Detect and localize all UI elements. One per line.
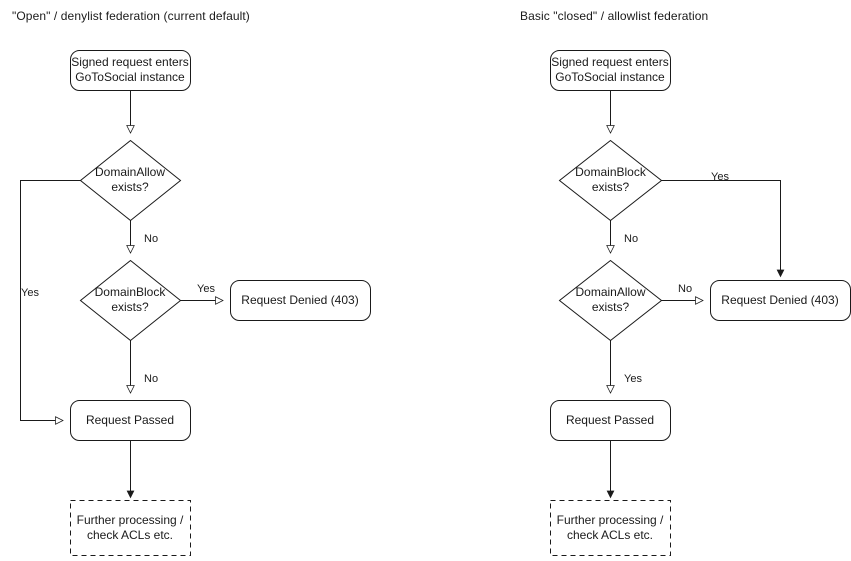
node-entry-left xyxy=(70,50,191,91)
node-decision-domainblock-left xyxy=(79,259,182,342)
node-further-left xyxy=(70,500,191,556)
node-further-right xyxy=(550,500,671,556)
node-decision-domainblock-right xyxy=(558,139,663,222)
edge-label-block-no-left: No xyxy=(144,373,159,385)
edge-label-allow-no-right: No xyxy=(678,283,693,295)
diagram-closed-allowlist xyxy=(550,50,851,556)
edge-block-yes-right xyxy=(661,180,781,277)
edge-label-block-yes-left: Yes xyxy=(197,283,215,295)
edge-label-allow-yes-right: Yes xyxy=(624,373,642,385)
node-denied-left xyxy=(230,280,371,321)
node-decision-domainallow-left xyxy=(79,139,182,222)
edge-label-block-yes-right: Yes xyxy=(711,171,729,183)
node-passed-right xyxy=(550,400,671,441)
node-entry-right xyxy=(550,50,671,91)
node-decision-domainallow-right xyxy=(558,259,663,342)
diagram-title-closed-allowlist: Basic "closed" / allowlist federation xyxy=(520,9,709,23)
edge-allow-yes-loop xyxy=(20,180,81,421)
edge-label-block-no-right: No xyxy=(624,233,639,245)
edge-label-allow-no-left: No xyxy=(144,233,159,245)
diagram-title-open-denylist: "Open" / denylist federation (current de… xyxy=(12,9,250,23)
node-denied-right xyxy=(710,280,851,321)
node-passed-left xyxy=(70,400,191,441)
diagram-open-denylist xyxy=(20,50,371,556)
edge-label-allow-yes-left: Yes xyxy=(21,287,39,299)
